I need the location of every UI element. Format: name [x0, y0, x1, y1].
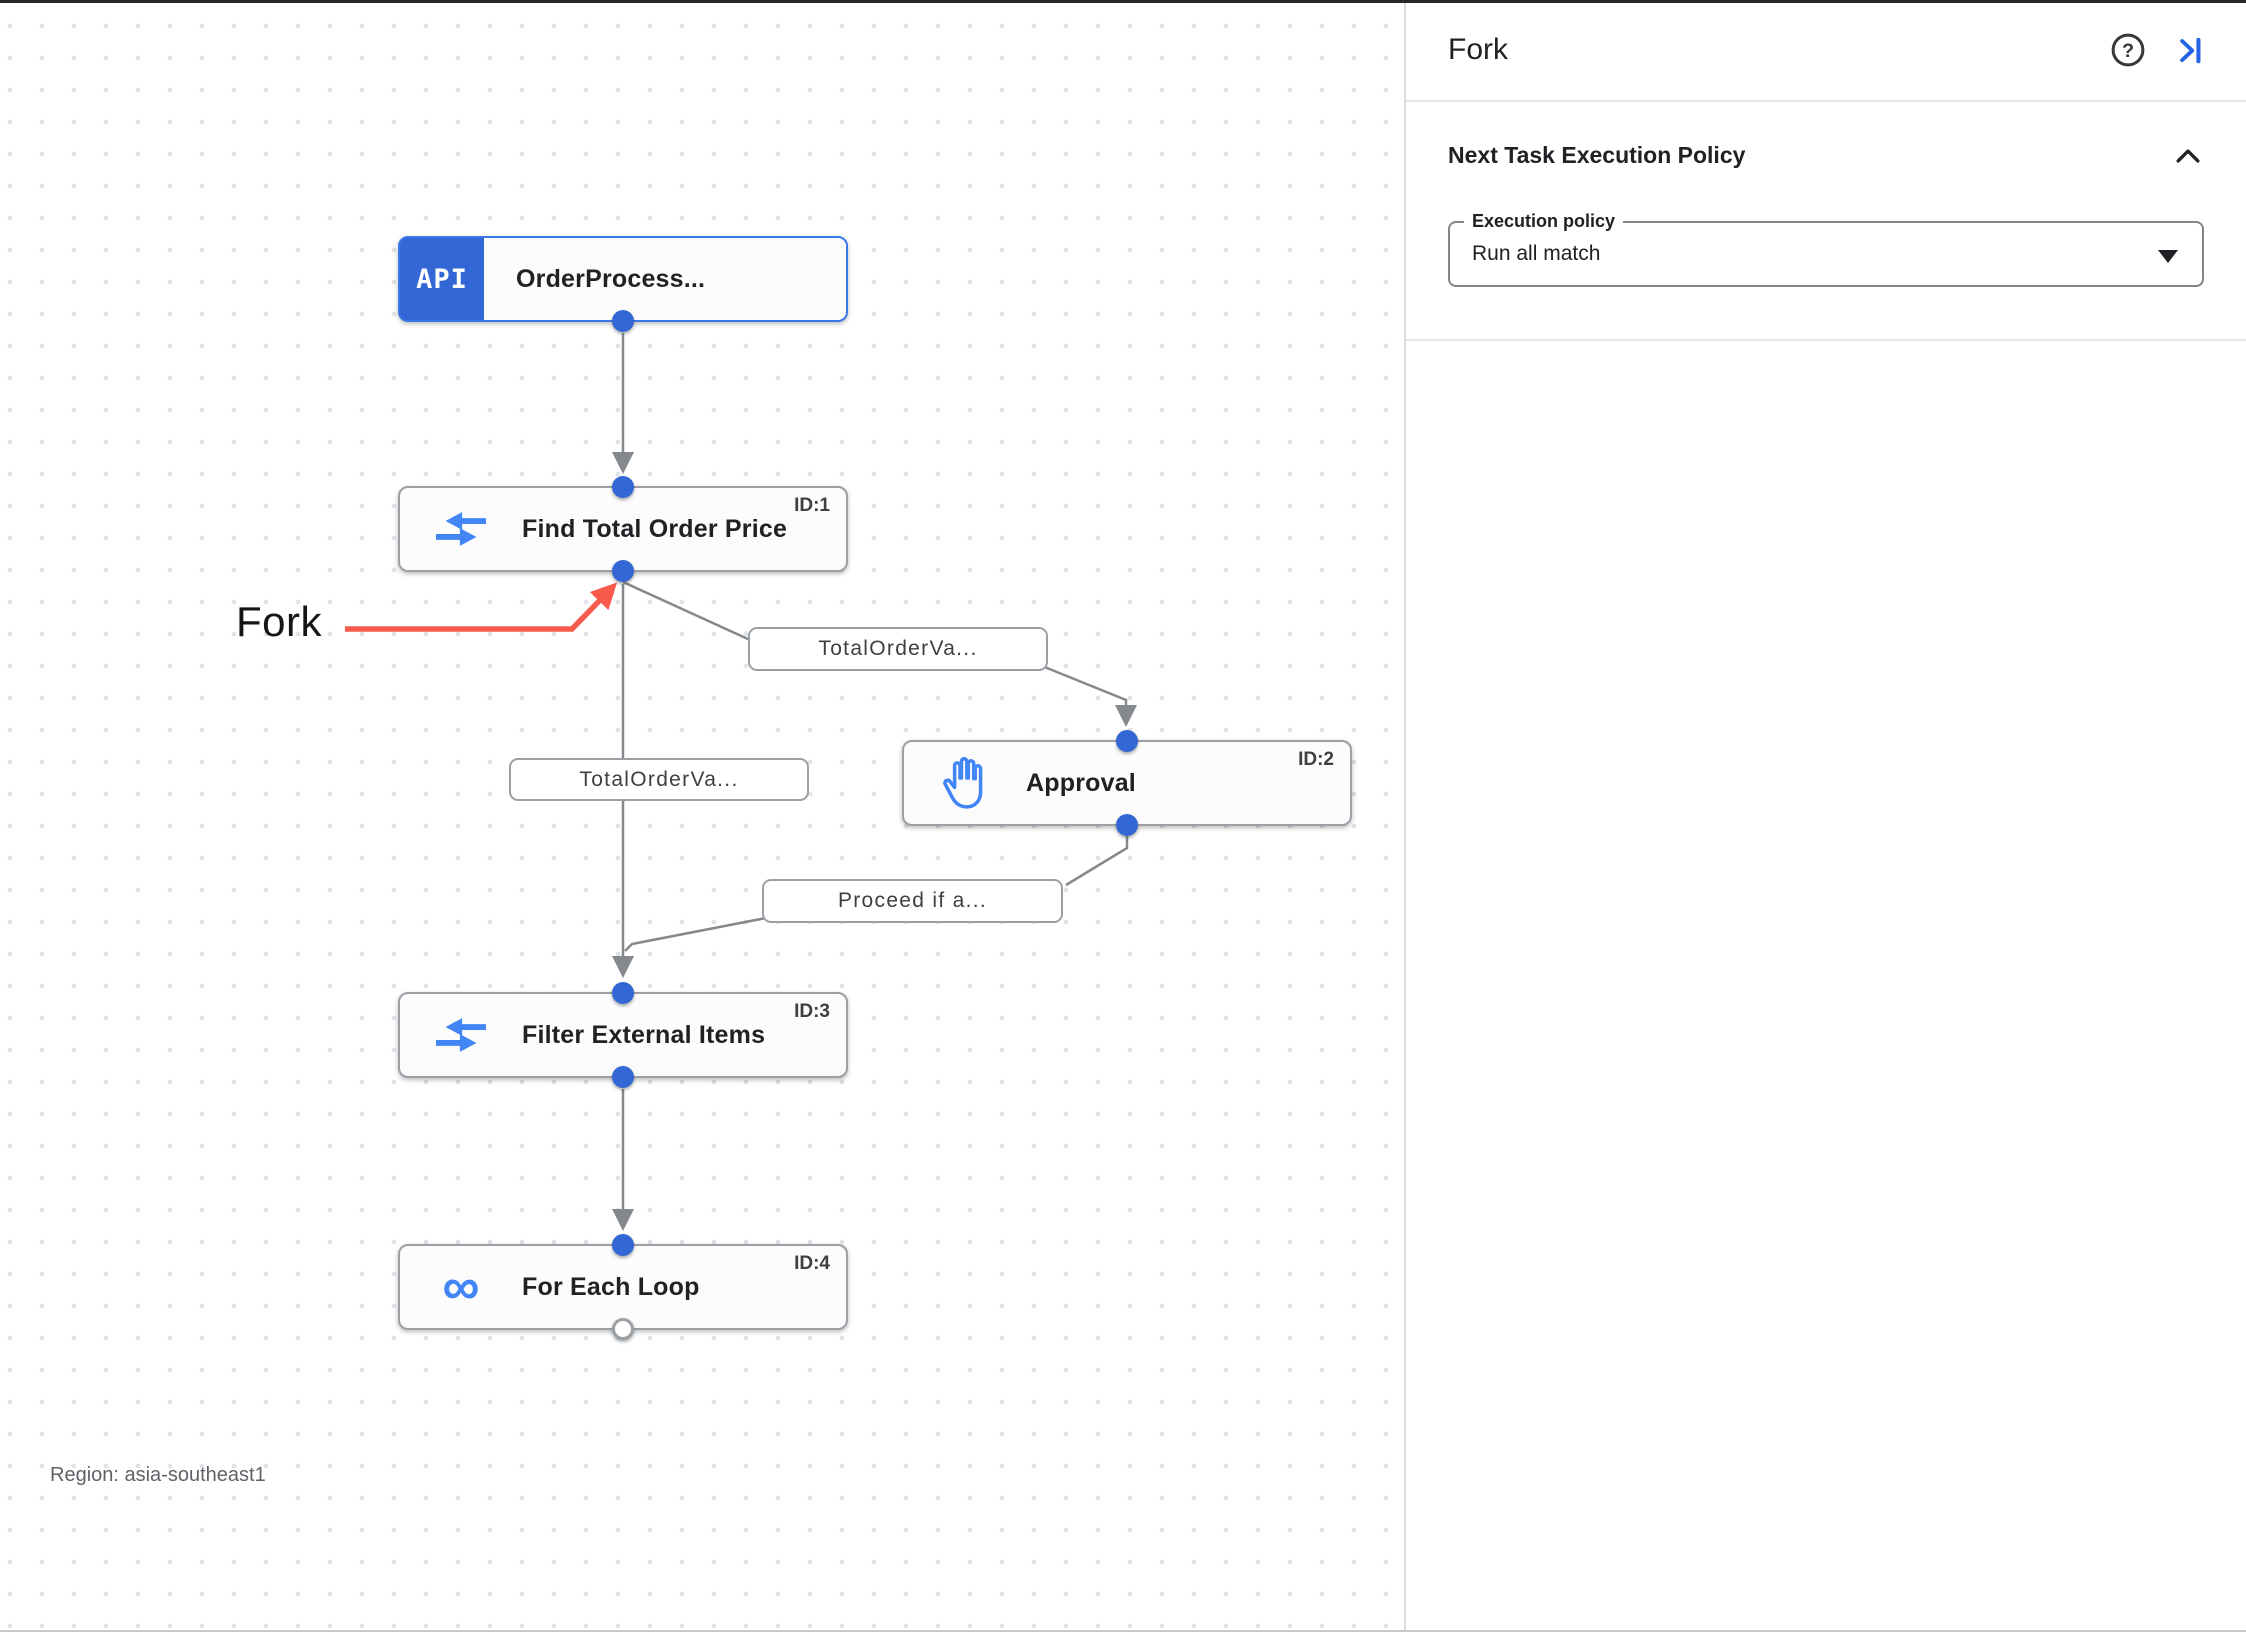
approval-hand-icon [936, 756, 994, 810]
config-panel: Fork ? Next Task Execution Policy Execut… [1404, 0, 2246, 1632]
node-find-total-order-price[interactable]: Find Total Order Price ID:1 [398, 476, 848, 582]
edge-label-totalordervalue-left[interactable]: TotalOrderVa... [509, 758, 809, 801]
node-for-each-loop[interactable]: ∞ For Each Loop ID:4 [398, 1234, 848, 1340]
help-button[interactable]: ? [2108, 30, 2148, 70]
output-port[interactable] [612, 310, 634, 332]
node-id-badge: ID:1 [794, 495, 830, 516]
fork-annotation-arrow [345, 582, 618, 632]
execution-policy-select[interactable]: Execution policy Run all match [1448, 210, 2204, 287]
output-port-unconnected[interactable] [612, 1318, 634, 1340]
input-port[interactable] [612, 1234, 634, 1256]
dropdown-arrow-icon [2158, 250, 2178, 263]
edge-approval-to-label [1065, 826, 1129, 887]
output-port[interactable] [612, 1066, 634, 1088]
output-port[interactable] [1116, 814, 1138, 836]
workflow-canvas[interactable]: TotalOrderVa... TotalOrderVa... Proceed … [0, 0, 1404, 1632]
node-id-badge: ID:3 [794, 1001, 830, 1022]
input-port[interactable] [1116, 730, 1138, 752]
api-trigger-badge-icon: API [400, 238, 484, 320]
node-id-badge: ID:2 [1298, 749, 1334, 770]
edge-label-text: TotalOrderVa... [579, 767, 739, 791]
panel-title: Fork [1448, 33, 1508, 66]
section-header[interactable]: Next Task Execution Policy [1448, 142, 2204, 169]
node-title: Filter External Items [522, 1020, 766, 1049]
edge-label-to-approval [1041, 664, 1137, 727]
edge-label-proceed-if[interactable]: Proceed if a... [762, 879, 1063, 923]
node-title: Approval [1026, 768, 1136, 797]
data-mapping-icon [432, 1010, 490, 1060]
output-port-fork[interactable] [612, 560, 634, 582]
node-id-badge: ID:4 [794, 1253, 830, 1274]
svg-text:?: ? [2122, 40, 2134, 62]
execution-policy-label: Execution policy [1464, 210, 1624, 232]
node-title: OrderProcess... [516, 264, 706, 293]
region-label: Region: asia-southeast1 [50, 1464, 266, 1486]
node-filter-external-items[interactable]: Filter External Items ID:3 [398, 982, 848, 1088]
input-port[interactable] [612, 476, 634, 498]
edge-label-merge [624, 916, 767, 952]
panel-header: Fork ? [1406, 0, 2246, 102]
next-task-policy-section: Next Task Execution Policy Execution pol… [1406, 142, 2246, 341]
chevron-up-icon [2176, 148, 2200, 163]
section-title: Next Task Execution Policy [1448, 142, 1746, 168]
input-port[interactable] [612, 982, 634, 1004]
node-orderprocess-trigger[interactable]: API OrderProcess... [398, 236, 848, 332]
node-title: For Each Loop [522, 1272, 700, 1301]
edge-label-text: Proceed if a... [837, 889, 988, 912]
fork-annotation-label: Fork [236, 598, 322, 645]
node-approval[interactable]: Approval ID:2 [902, 730, 1352, 836]
node-title: Find Total Order Price [522, 514, 788, 543]
collapse-panel-button[interactable] [2170, 30, 2210, 70]
help-icon: ? [2111, 33, 2145, 67]
execution-policy-value: Run all match [1472, 242, 1601, 265]
collapse-right-icon [2180, 37, 2201, 64]
edge-label-totalordervalue-right[interactable]: TotalOrderVa... [748, 627, 1048, 671]
data-mapping-icon [432, 504, 490, 554]
for-each-loop-icon: ∞ [442, 1258, 480, 1316]
edge-label-text: TotalOrderVa... [818, 637, 978, 660]
